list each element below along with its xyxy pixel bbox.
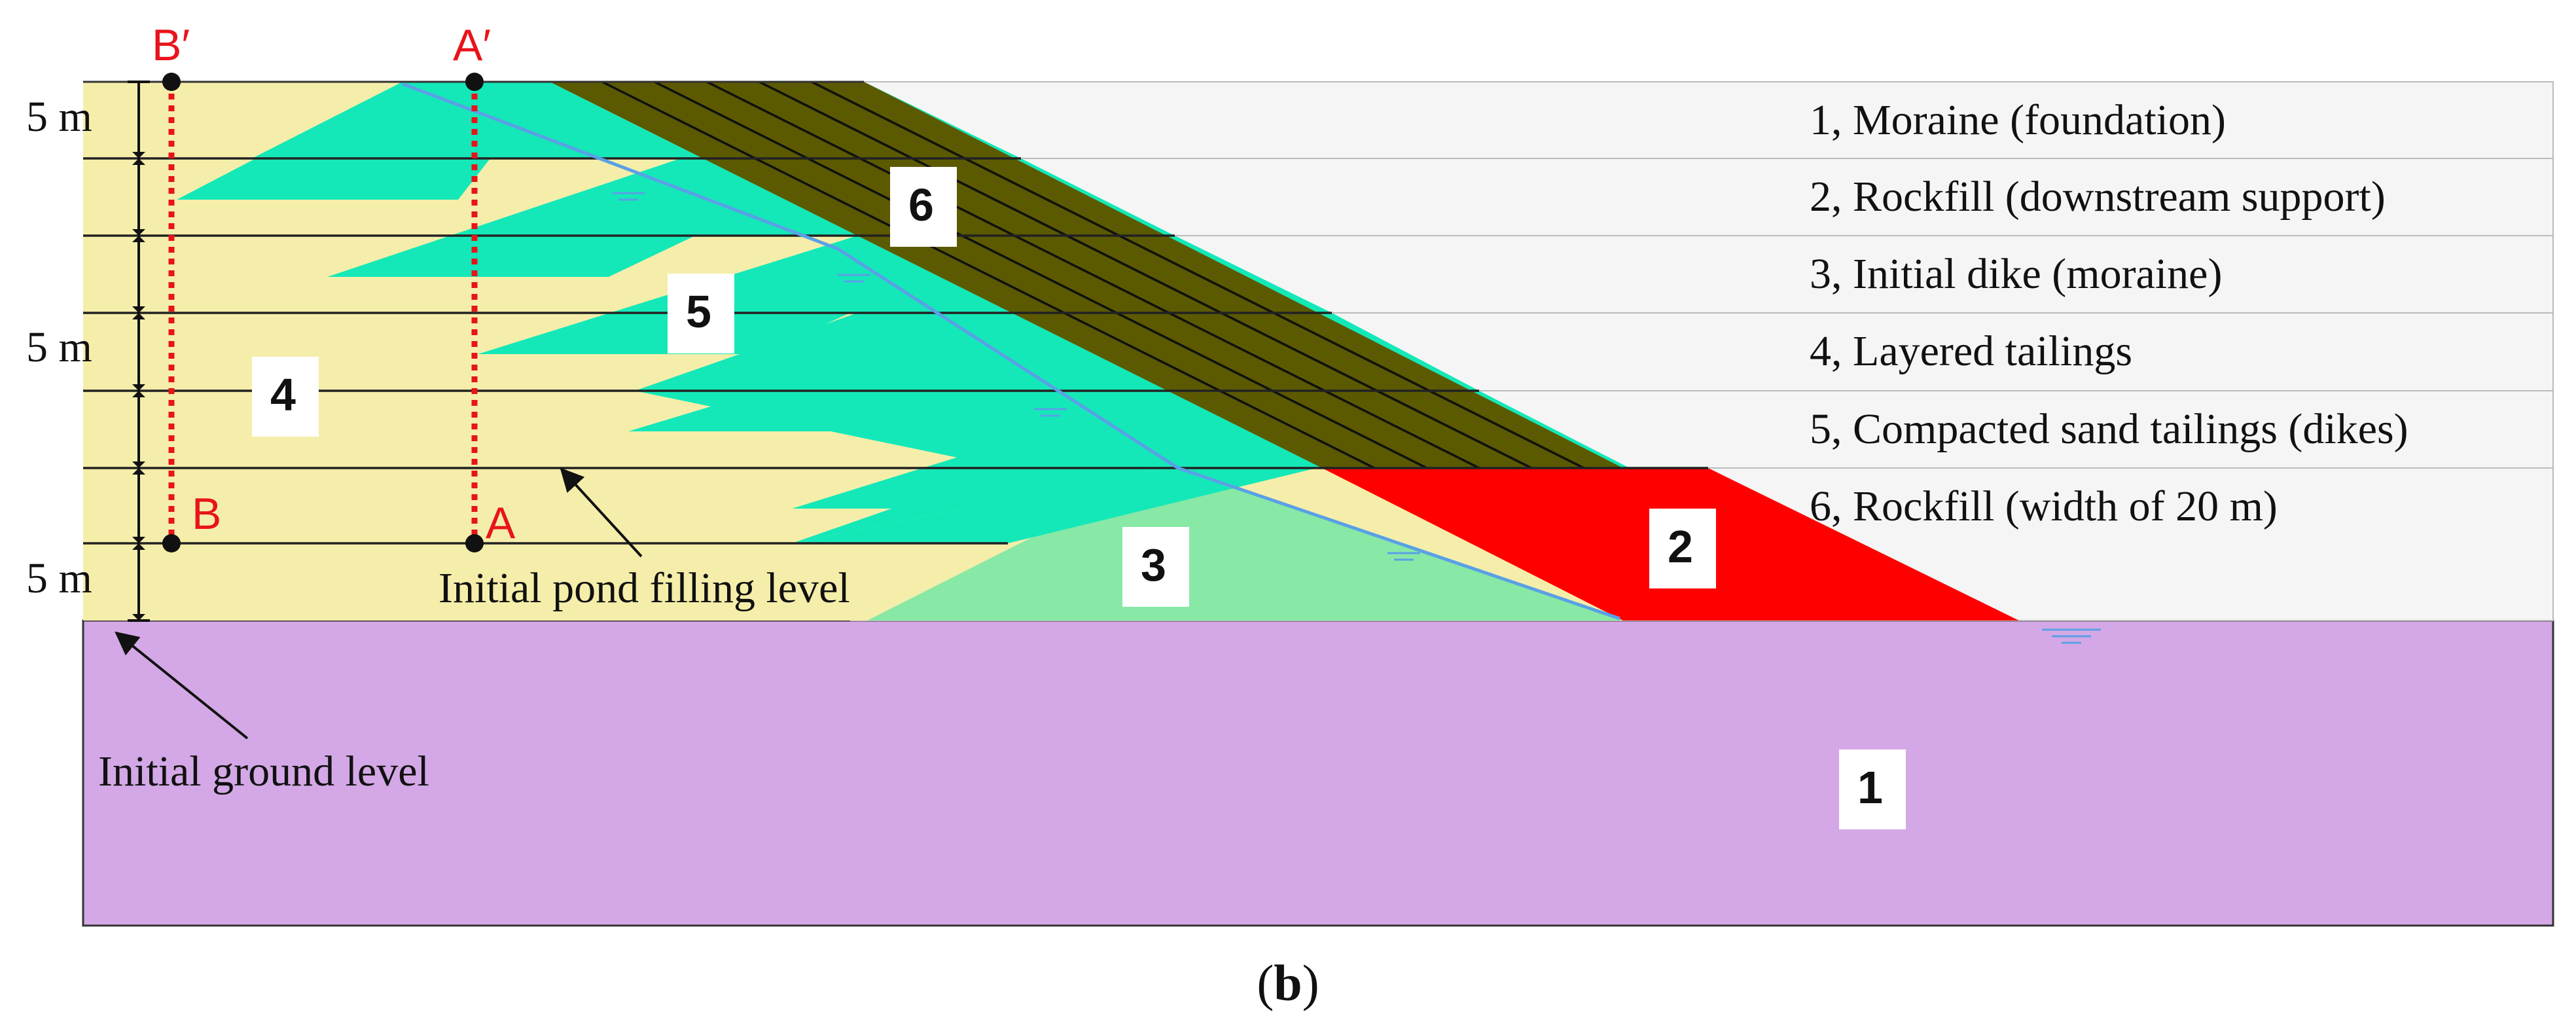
svg-text:6: 6 [908, 179, 934, 230]
section-points [162, 73, 484, 552]
legend: 1, Moraine (foundation) 2, Rockfill (dow… [1810, 96, 2408, 530]
dimension-label-top: 5 m [26, 93, 92, 141]
legend-item-6: 6, Rockfill (width of 20 m) [1810, 482, 2278, 530]
ground-level-arrow [115, 631, 249, 740]
phreatic-line [402, 82, 1620, 621]
dimension-tick-marks [132, 152, 145, 621]
svg-text:4: 4 [270, 369, 296, 420]
svg-text:2: 2 [1668, 521, 1693, 572]
zone-6-layer-lines [601, 81, 1584, 469]
legend-item-5: 5, Compacted sand tailings (dikes) [1810, 405, 2408, 453]
zone-number-box-1: 1 [1839, 749, 1906, 829]
point-label-b-prime: B′ [152, 20, 190, 70]
dimension-label-middle: 5 m [26, 323, 92, 371]
zone-6-rockfill-cover [550, 82, 1623, 468]
legend-item-3: 3, Initial dike (moraine) [1810, 250, 2222, 298]
legend-item-1: 1, Moraine (foundation) [1810, 96, 2226, 144]
figure-caption: (b) [1257, 954, 1319, 1011]
pond-level-arrow [560, 467, 643, 558]
ground-level-annotation: Initial ground level [98, 748, 429, 795]
point-label-a: A [486, 498, 516, 548]
legend-item-4: 4, Layered tailings [1810, 327, 2132, 375]
water-level-symbols [612, 192, 2101, 644]
legend-band-separators [1021, 158, 2553, 469]
point-label-b: B [192, 489, 221, 539]
zone-number-box-4: 4 [252, 357, 319, 437]
svg-text:5: 5 [686, 286, 711, 337]
zone-1-moraine-foundation [82, 619, 2554, 927]
zone-number-box-3: 3 [1122, 527, 1189, 607]
zone-number-box-6: 6 [890, 167, 957, 247]
svg-text:3: 3 [1141, 539, 1166, 590]
legend-item-2: 2, Rockfill (downstream support) [1810, 173, 2386, 221]
pond-level-annotation: Initial pond filling level [438, 564, 850, 612]
dimension-label-bottom: 5 m [26, 554, 92, 602]
svg-text:1: 1 [1857, 762, 1883, 813]
zone-number-box-2: 2 [1649, 509, 1716, 588]
zone-number-box-5: 5 [668, 274, 734, 353]
point-label-a-prime: A′ [453, 20, 491, 70]
zone-3-initial-dike [867, 467, 1623, 621]
